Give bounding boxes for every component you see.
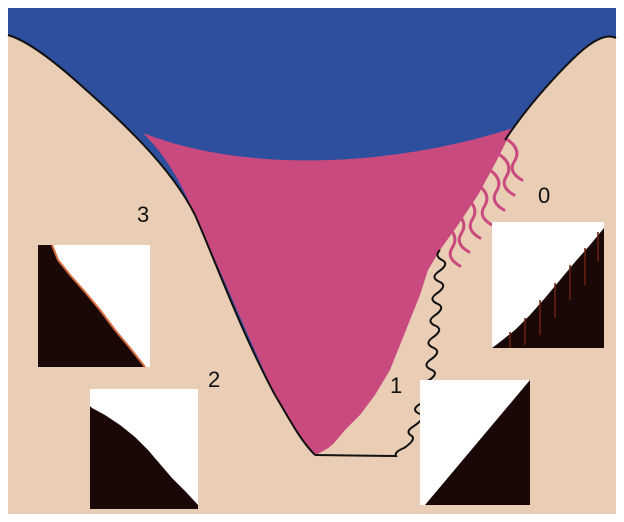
inset-stage-3 bbox=[38, 245, 150, 367]
inset-stage-0 bbox=[492, 222, 604, 348]
inset-stage-1 bbox=[420, 380, 530, 505]
stage-label-1: 1 bbox=[390, 373, 402, 398]
stage-label-0: 0 bbox=[538, 183, 550, 208]
stage-label-2: 2 bbox=[208, 367, 220, 392]
inset-stage-2 bbox=[90, 389, 198, 509]
stage-label-3: 3 bbox=[137, 202, 149, 227]
